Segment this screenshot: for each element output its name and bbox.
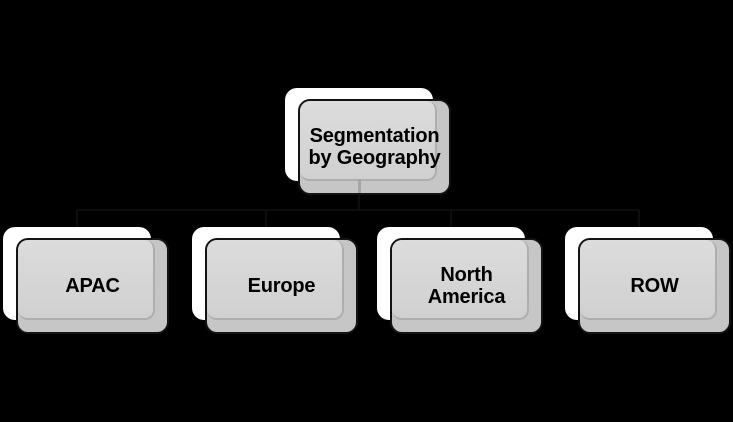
connector-stub	[358, 179, 361, 193]
node-label: Segmentation by Geography	[308, 125, 441, 169]
node-face	[580, 240, 717, 320]
node-face	[300, 101, 437, 181]
node-north-america: North America	[377, 227, 543, 336]
node-row: ROW	[565, 227, 731, 336]
node-face	[18, 240, 155, 320]
node-label: ROW	[630, 275, 679, 297]
node-label: Europe	[247, 275, 316, 297]
node-box: Europe	[205, 238, 358, 334]
node-box: North America	[390, 238, 543, 334]
node-face	[392, 240, 529, 320]
node-root: Segmentation by Geography	[285, 88, 451, 197]
node-face	[207, 240, 344, 320]
node-apac: APAC	[3, 227, 169, 336]
node-label: North America	[427, 264, 506, 308]
node-box: ROW	[578, 238, 731, 334]
node-label: APAC	[65, 275, 120, 297]
node-box: APAC	[16, 238, 169, 334]
node-box: Segmentation by Geography	[298, 99, 451, 195]
node-europe: Europe	[192, 227, 358, 336]
